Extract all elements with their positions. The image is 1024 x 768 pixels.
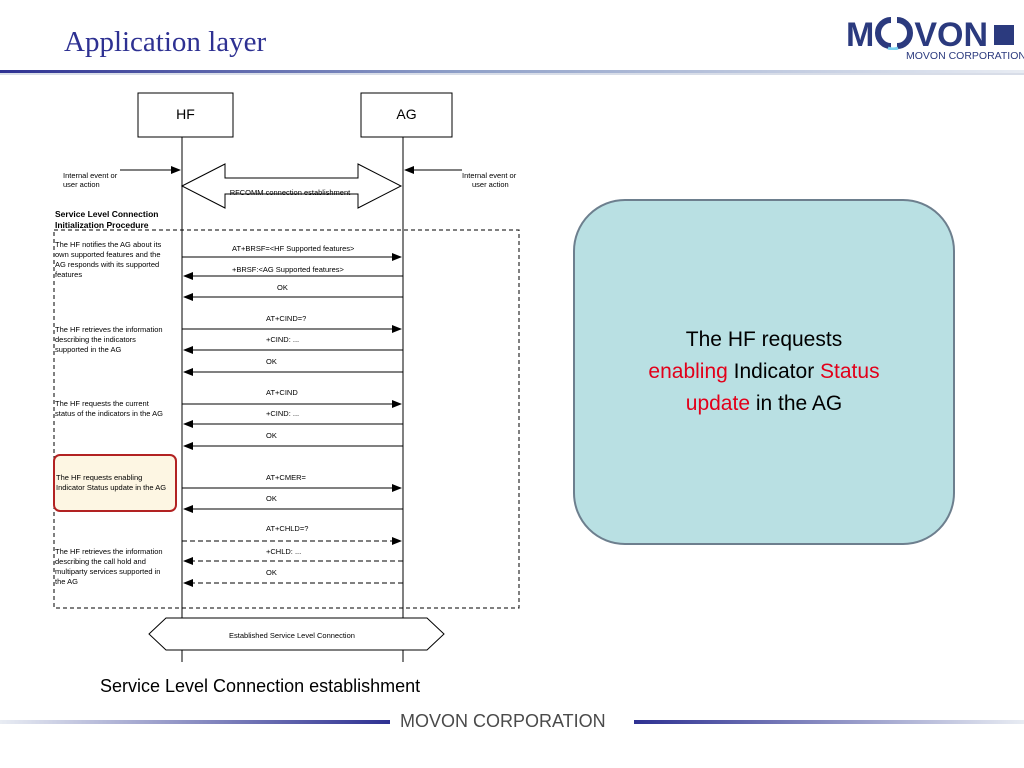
diagram-caption: Service Level Connection establishment bbox=[100, 676, 421, 696]
right-event-label-1: Internal event or bbox=[462, 171, 517, 180]
established-connection-banner bbox=[148, 617, 445, 651]
procedure-title-1: Service Level Connection bbox=[55, 209, 158, 219]
note-features-1: The HF notifies the AG about its bbox=[55, 240, 162, 249]
procedure-title-2: Initialization Procedure bbox=[55, 220, 149, 230]
msg-chld-resp-label: +CHLD: ... bbox=[266, 547, 301, 556]
msg-ok4-label: OK bbox=[266, 494, 277, 503]
logo-square-icon bbox=[994, 25, 1015, 45]
msg-cind-test-resp-label: +CIND: ... bbox=[266, 335, 299, 344]
movon-logo: M VON MOVON CORPORATION bbox=[846, 16, 1024, 66]
note-status-1: The HF requests the current bbox=[55, 399, 150, 408]
footer-company-name: MOVON CORPORATION bbox=[400, 711, 606, 731]
msg-cind-read-resp-label: +CIND: ... bbox=[266, 409, 299, 418]
callout-text: The HF requests enabling Indicator Statu… bbox=[604, 324, 924, 420]
logo-wordmark: M VON bbox=[846, 16, 1015, 55]
msg-chld-test-label: AT+CHLD=? bbox=[266, 524, 308, 533]
ag-entity-box bbox=[360, 92, 453, 138]
footer-line-left bbox=[0, 720, 390, 724]
msg-ok1-label: OK bbox=[277, 283, 288, 292]
callout-red-update: update bbox=[685, 392, 750, 415]
msg-cind-test-label: AT+CIND=? bbox=[266, 314, 306, 323]
msg-brsf-resp-label: +BRSF:<AG Supported features> bbox=[232, 265, 345, 274]
right-event-label-2: user action bbox=[472, 180, 509, 189]
logo-o-mark-icon bbox=[875, 17, 914, 51]
note-enable-2: Indicator Status update in the AG bbox=[56, 483, 166, 492]
msg-ok5-label: OK bbox=[266, 568, 277, 577]
callout-red-status: Status bbox=[820, 360, 880, 383]
callout-line1: The HF requests bbox=[685, 328, 843, 351]
left-event-label-1: Internal event or bbox=[63, 171, 118, 180]
ag-entity-label: AG bbox=[396, 106, 416, 122]
slide-title: Application layer bbox=[64, 26, 267, 58]
left-event-label-2: user action bbox=[63, 180, 100, 189]
established-connection-label: Established Service Level Connection bbox=[229, 631, 355, 640]
logo-letter-m: M bbox=[846, 16, 875, 54]
note-callhold-4: the AG bbox=[55, 577, 78, 586]
callout-tail: in the AG bbox=[750, 392, 843, 415]
note-indicators-3: supported in the AG bbox=[55, 345, 121, 354]
note-indicators-1: The HF retrieves the information bbox=[55, 325, 163, 334]
procedure-frame bbox=[53, 229, 520, 609]
note-status-2: status of the indicators in the AG bbox=[55, 409, 163, 418]
note-features-4: features bbox=[55, 270, 82, 279]
header-divider bbox=[0, 70, 1024, 75]
rfcomm-label: RFCOMM connection establishment bbox=[230, 188, 351, 197]
msg-ok3-label: OK bbox=[266, 431, 277, 440]
footer-line-right bbox=[634, 720, 1024, 724]
callout-red-enabling: enabling bbox=[648, 360, 728, 383]
note-enable-1: The HF requests enabling bbox=[56, 473, 142, 482]
msg-brsf-label: AT+BRSF=<HF Supported features> bbox=[232, 244, 355, 253]
note-features-2: own supported features and the bbox=[55, 250, 161, 259]
msg-cmer-label: AT+CMER= bbox=[266, 473, 306, 482]
note-features-3: AG responds with its supported bbox=[55, 260, 159, 269]
hf-entity-label: HF bbox=[176, 106, 195, 122]
highlight-callout: The HF requests enabling Indicator Statu… bbox=[573, 199, 955, 545]
logo-letters-von: VON bbox=[914, 16, 989, 54]
logo-subtitle: MOVON CORPORATION bbox=[906, 50, 1024, 62]
msg-ok2-label: OK bbox=[266, 357, 277, 366]
rfcomm-block-arrow bbox=[180, 163, 403, 209]
callout-indicator: Indicator bbox=[727, 360, 821, 383]
note-callhold-1: The HF retrieves the information bbox=[55, 547, 163, 556]
enable-note-highlight bbox=[53, 454, 177, 512]
note-callhold-3: multiparty services supported in bbox=[55, 567, 160, 576]
note-callhold-2: describing the call hold and bbox=[55, 557, 146, 566]
note-indicators-2: describing the indicators bbox=[55, 335, 136, 344]
hf-entity-box bbox=[137, 92, 234, 138]
msg-cind-read-label: AT+CIND bbox=[266, 388, 298, 397]
